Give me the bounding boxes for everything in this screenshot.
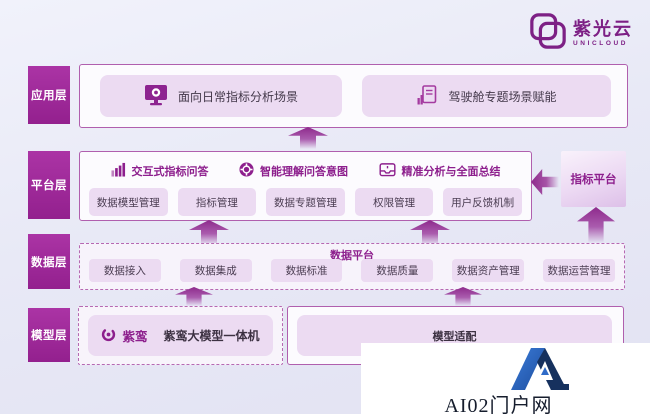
data-module-integration: 数据集成 [179,259,252,282]
feature-label: 交互式指标问答 [131,166,209,178]
platform-layer-frame: 交互式指标问答 智能理解问答意图 [79,151,532,221]
platform-module-permission: 权限管理 [354,188,434,216]
gear-circle-icon [239,162,254,180]
indicator-platform-panel: 指标平台 [561,151,626,207]
unicloud-logo-icon [529,12,567,55]
ziluan-card: 紫鸾 紫鸾大模型一体机 [88,315,273,356]
data-modules-row: 数据接入 数据集成 数据标准 数据质量 数据资产管理 数据运营管理 [89,259,615,282]
data-module-standard: 数据标准 [270,259,343,282]
app-layer-frame: 面向日常指标分析场景 驾驶舱专题场景赋能 [79,64,628,128]
platform-module-indicator: 指标管理 [177,188,257,216]
platform-module-data-topic: 数据专题管理 [266,188,345,216]
data-module-access: 数据接入 [89,259,161,282]
arrow-platform-to-app [288,127,328,149]
app-card-label: 面向日常指标分析场景 [177,89,298,104]
arrow-data-to-platform-right [410,220,450,245]
ziluan-machine-label: 紫鸾大模型一体机 [163,329,260,343]
model-layer-label: 模型层 [28,308,70,362]
model-adapt-label: 模型适配 [432,330,477,343]
app-card-daily-analysis: 面向日常指标分析场景 [100,75,342,117]
unicloud-logo: 紫光云 UNICLOUD [529,12,633,55]
ziluan-brand: 紫鸾 [122,330,148,344]
data-module-asset: 数据资产管理 [452,259,525,282]
data-layer-label: 数据层 [28,234,70,289]
watermark: AI02门户网 [361,343,650,414]
ziluan-swirl-icon [101,327,116,345]
monitor-gear-icon [144,84,168,109]
feature-label: 精准分析与全面总结 [401,166,501,178]
app-card-label: 驾驶舱专题场景赋能 [448,89,557,104]
data-layer-frame: 数据平台 数据接入 数据集成 数据标准 数据质量 数据资产管理 数据运营管理 [79,243,625,290]
platform-modules-row: 数据模型管理 指标管理 数据专题管理 权限管理 用户反馈机制 [89,188,522,216]
data-module-operation: 数据运营管理 [543,259,615,282]
platform-module-data-model: 数据模型管理 [89,188,168,216]
dashboard-doc-icon [416,84,438,109]
feature-intent-understanding: 智能理解问答意图 [239,162,348,180]
app-card-cockpit: 驾驶舱专题场景赋能 [362,75,611,117]
logo-subtitle: UNICLOUD [573,39,629,47]
model-left-frame: 紫鸾 紫鸾大模型一体机 [78,306,283,365]
feature-interactive-qa: 交互式指标问答 [110,162,209,180]
data-module-quality: 数据质量 [361,259,434,282]
watermark-text: AI02门户网 [444,395,553,414]
bar-chart-icon [110,162,126,180]
platform-features-row: 交互式指标问答 智能理解问答意图 [80,162,531,180]
arrow-data-to-platform-left [189,220,229,245]
app-layer-label: 应用层 [28,66,70,124]
inbox-icon [378,162,396,180]
arrow-indicator-to-platform [531,169,559,195]
logo-title: 紫光云 [573,18,633,39]
feature-label: 智能理解问答意图 [260,166,348,178]
platform-module-feedback: 用户反馈机制 [443,188,522,216]
arrow-data-to-indicator [577,207,615,243]
platform-layer-label: 平台层 [28,151,70,219]
watermark-a-logo [505,344,575,395]
feature-precise-analysis: 精准分析与全面总结 [378,162,501,180]
